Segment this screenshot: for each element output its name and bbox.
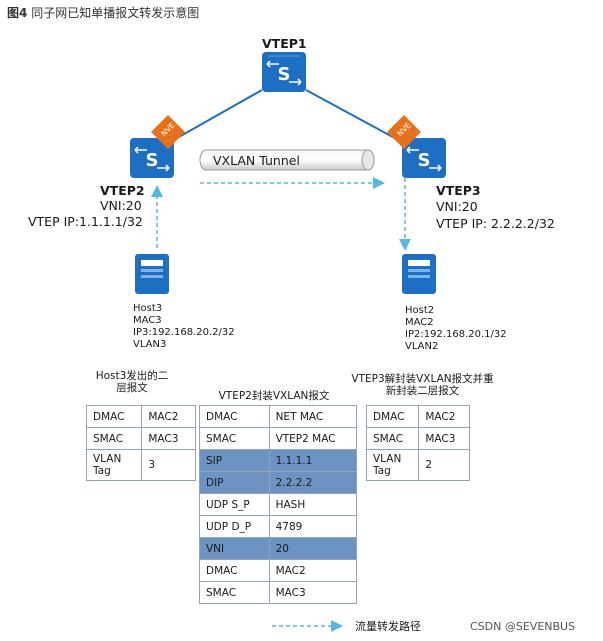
field-name-cell: DMAC — [199, 405, 270, 428]
svg-text:S: S — [278, 64, 291, 85]
field-value-cell: 2 — [418, 449, 470, 481]
field-value-cell: 2.2.2.2 — [268, 471, 358, 494]
vtep2-name: VTEP2 — [100, 183, 145, 198]
field-value-cell: 1.1.1.1 — [268, 449, 358, 472]
host2-info: Host2 MAC2 IP2:192.168.20.1/32 VLAN2 — [405, 305, 507, 353]
field-name-cell: DMAC — [365, 405, 420, 428]
field-name-cell: DMAC — [85, 405, 143, 428]
field-value-cell: 3 — [141, 449, 196, 481]
host2-server-icon — [402, 254, 436, 294]
field-value-cell: MAC2 — [418, 405, 470, 428]
field-name-cell: VNI — [199, 537, 270, 560]
field-value-cell: 4789 — [268, 515, 358, 538]
host2-name: Host2 — [405, 305, 435, 316]
host2-mac: MAC2 — [405, 317, 434, 328]
host2-ip: IP2:192.168.20.1/32 — [405, 329, 507, 340]
host3-ip: IP3:192.168.20.2/32 — [133, 327, 235, 338]
vtep2-nve-badge — [151, 115, 185, 149]
tunnel-label: VXLAN Tunnel — [213, 153, 300, 168]
field-name-cell: DMAC — [199, 559, 270, 582]
vtep2-ip: VTEP IP:1.1.1.1/32 — [28, 214, 143, 229]
vtep1-name: VTEP1 — [262, 36, 307, 51]
field-name-cell: DIP — [199, 471, 270, 494]
field-value-cell: NET MAC — [268, 405, 358, 428]
figure-number: 图4 — [7, 6, 28, 20]
left-table-title: Host3发出的二 层报文 — [95, 370, 169, 394]
svg-text:S: S — [418, 150, 431, 171]
field-value-cell: MAC3 — [418, 427, 470, 450]
field-name-cell: SMAC — [365, 427, 420, 450]
mid-table-title: VTEP2封装VXLAN报文 — [218, 390, 330, 402]
field-value-cell: MAC3 — [268, 581, 358, 604]
field-name-cell: SMAC — [199, 581, 270, 604]
vtep3-ip: VTEP IP: 2.2.2.2/32 — [436, 216, 555, 231]
figure-title: 图4 同子网已知单播报文转发示意图 — [7, 4, 199, 21]
host3-vlan: VLAN3 — [133, 339, 167, 350]
vtep3-vni: VNI:20 — [436, 199, 478, 214]
host3-name: Host3 — [133, 303, 163, 314]
field-value-cell: MAC2 — [141, 405, 196, 428]
field-name-cell: SMAC — [85, 427, 143, 450]
link-vtep1-vtep2 — [169, 89, 263, 143]
host3-mac: MAC3 — [133, 315, 162, 326]
field-value-cell: HASH — [268, 493, 358, 516]
field-name-cell: VLAN Tag — [85, 449, 143, 481]
vtep2-vni: VNI:20 — [100, 198, 142, 213]
vtep2-switch-icon: S — [130, 138, 174, 178]
field-name-cell: UDP S_P — [199, 493, 270, 516]
vtep1-switch-icon: S — [262, 52, 306, 92]
field-value-cell: VTEP2 MAC — [268, 427, 358, 450]
field-value-cell: 20 — [268, 537, 358, 560]
host2-vlan: VLAN2 — [405, 341, 439, 352]
host3-server-icon — [135, 254, 169, 294]
host3-info: Host3 MAC3 IP3:192.168.20.2/32 VLAN3 — [133, 303, 235, 351]
legend-label: 流量转发路径 — [355, 620, 421, 633]
field-name-cell: SMAC — [199, 427, 270, 450]
watermark: CSDN @SEVENBUS — [470, 620, 576, 633]
vtep3-switch-icon: S — [402, 138, 446, 178]
link-vtep1-vtep3 — [305, 89, 403, 143]
vxlan-tunnel — [199, 149, 375, 171]
field-value-cell: MAC3 — [141, 427, 196, 450]
figure-caption: 同子网已知单播报文转发示意图 — [31, 6, 200, 20]
field-value-cell: MAC2 — [268, 559, 358, 582]
svg-text:S: S — [146, 150, 159, 171]
field-name-cell: SIP — [199, 449, 270, 472]
field-name-cell: VLAN Tag — [365, 449, 420, 481]
right-table-title: VTEP3解封装VXLAN报文并重 新封装二层报文 — [351, 373, 494, 397]
field-name-cell: UDP D_P — [199, 515, 270, 538]
vtep3-name: VTEP3 — [436, 183, 481, 198]
